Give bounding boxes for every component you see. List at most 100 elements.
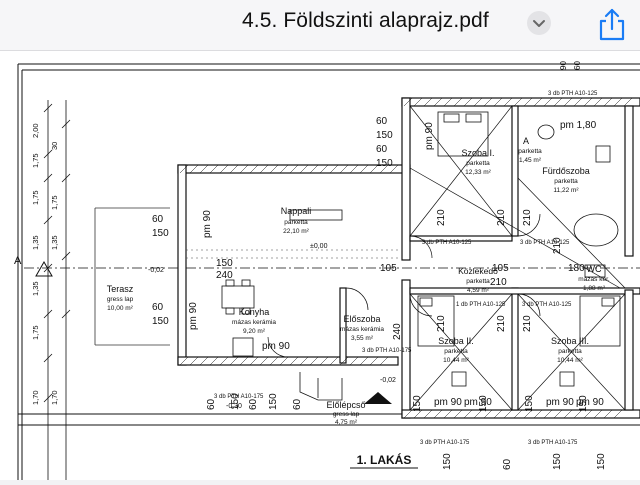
lintel-label: 3 db PTH A10-125 xyxy=(522,302,572,308)
dim-label: 240 xyxy=(392,323,403,340)
dim-label: 1,75 xyxy=(31,325,40,340)
room-floor: gress lap xyxy=(333,411,360,418)
dim-label: 210 xyxy=(490,277,507,288)
room-name: Szoba III. xyxy=(551,336,589,346)
level-label: -0,30 xyxy=(226,403,242,410)
room-floor: mázas ker. xyxy=(578,276,610,283)
dim-label: 150 xyxy=(230,393,241,410)
dim-label: 60 xyxy=(573,61,582,70)
room-floor: mázas kerámia xyxy=(340,326,384,333)
room-area: 1,45 m² xyxy=(519,157,542,164)
room-floor: parketta xyxy=(558,348,582,355)
level-label: -0,02 xyxy=(148,267,164,274)
dim-label: 210 xyxy=(522,315,533,332)
dim-label: pm 90 xyxy=(262,341,290,352)
dim-label: 60 xyxy=(292,398,303,410)
dim-label: 150 xyxy=(152,228,169,239)
dim-label: pm 90 xyxy=(464,397,492,408)
lintel-label: 3 db PTH A10-175 xyxy=(362,348,412,354)
dim-label: pm 90 xyxy=(424,122,435,150)
dim-label: 2,00 xyxy=(31,123,40,138)
room-floor: parketta xyxy=(466,278,490,285)
dim-label: 210 xyxy=(436,209,447,226)
pdf-viewer-header: 4.5. Földszinti alaprajz.pdf xyxy=(0,0,640,51)
dim-label: 150 xyxy=(412,395,423,412)
section-label: A xyxy=(14,255,22,267)
title-menu-button[interactable] xyxy=(527,11,551,35)
lintel-label: 3 db PTH A10-125 xyxy=(520,240,570,246)
dim-label: 1,35 xyxy=(31,235,40,250)
dim-label: 1,70 xyxy=(50,390,59,405)
dim-label: 150 xyxy=(524,395,535,412)
room-name: Nappali xyxy=(281,206,312,216)
dim-label: 150 xyxy=(216,258,233,269)
room-area: 12,33 m² xyxy=(465,169,491,176)
document-title: 4.5. Földszinti alaprajz.pdf xyxy=(242,9,489,32)
level-label: ±0,00 xyxy=(310,243,328,250)
section-marker xyxy=(35,260,53,277)
lintel-label: 3 db PTH A10-125 xyxy=(422,240,472,246)
dim-label: 60 xyxy=(376,144,388,155)
dim-label: 210 xyxy=(522,209,533,226)
room-floor: gress lap xyxy=(107,296,134,303)
dim-label: 105 xyxy=(380,263,397,274)
dim-label: 210 xyxy=(436,315,447,332)
room-floor: parketta xyxy=(284,219,308,226)
room-name: Közlekedő xyxy=(458,266,498,276)
room-area: 10,00 m² xyxy=(107,305,133,312)
room-floor: parketta xyxy=(466,160,490,167)
dim-label: 240 xyxy=(216,270,233,281)
dim-label: 150 xyxy=(376,130,393,141)
dim-label: 150 xyxy=(478,395,489,412)
room-area: 11,22 m² xyxy=(553,187,579,194)
dim-label: 105 xyxy=(492,263,509,274)
room-name: Konyha xyxy=(239,307,270,317)
dim-label: 150 xyxy=(376,158,393,169)
room-area: 10,44 m² xyxy=(557,357,583,364)
room-name: Terasz xyxy=(107,284,134,294)
share-button[interactable] xyxy=(596,6,628,42)
room-name: A xyxy=(523,136,529,146)
dim-label: 60 xyxy=(152,302,164,313)
dim-label: 60 xyxy=(376,116,388,127)
lintel-label: 3 db PTH A10-175 xyxy=(528,440,578,446)
room-area: 10,44 m² xyxy=(443,357,469,364)
lintel-label: 3 db PTH A10-175 xyxy=(420,440,470,446)
room-name: Szoba II. xyxy=(438,336,474,346)
room-area: 4,75 m² xyxy=(335,419,358,426)
dim-label: pm 90 xyxy=(434,397,462,408)
room-area: 3,55 m² xyxy=(351,335,374,342)
dim-label: 150 xyxy=(578,395,589,412)
room-floor: mázas kerámia xyxy=(232,319,276,326)
room-floor: parketta xyxy=(444,348,468,355)
level-label: -0,02 xyxy=(380,377,396,384)
room-name: Előszoba xyxy=(343,314,380,324)
dim-label: 1,70 xyxy=(31,390,40,405)
dim-label: 30 xyxy=(50,142,59,150)
chevron-down-icon xyxy=(533,20,545,27)
share-icon xyxy=(599,8,625,41)
lintel-label: 3 db PTH A10-125 xyxy=(548,91,598,97)
dim-label: pm 90 xyxy=(546,397,574,408)
dim-label: 1,35 xyxy=(50,235,59,250)
dim-label: 150 xyxy=(442,453,453,470)
room-name: WC xyxy=(587,264,602,274)
pdf-page[interactable]: 2,00 1,75 1,75 1,35 1,35 1,75 1,70 30 1,… xyxy=(0,51,640,480)
room-name: Előlépcső xyxy=(326,400,365,410)
lintel-label: 3 db PTH A10-175 xyxy=(214,394,264,400)
dim-label: 60 xyxy=(502,458,513,470)
plan-title: 1. LAKÁS xyxy=(357,452,412,467)
dim-label: pm 1,80 xyxy=(560,120,597,131)
room-area: 1,88 m² xyxy=(583,285,606,292)
dim-label: pm 90 xyxy=(202,210,213,238)
dim-label: 60 xyxy=(206,398,217,410)
dim-label: 1,75 xyxy=(31,190,40,205)
room-floor: parketta xyxy=(518,148,542,155)
room-area: 4,59 m² xyxy=(467,287,490,294)
dim-label: 150 xyxy=(268,393,279,410)
dim-label: 150 xyxy=(552,453,563,470)
dim-label: pm 90 xyxy=(576,397,604,408)
dim-label: 1,75 xyxy=(31,153,40,168)
dim-label: pm 90 xyxy=(188,302,199,330)
dim-label: 1,75 xyxy=(50,195,59,210)
